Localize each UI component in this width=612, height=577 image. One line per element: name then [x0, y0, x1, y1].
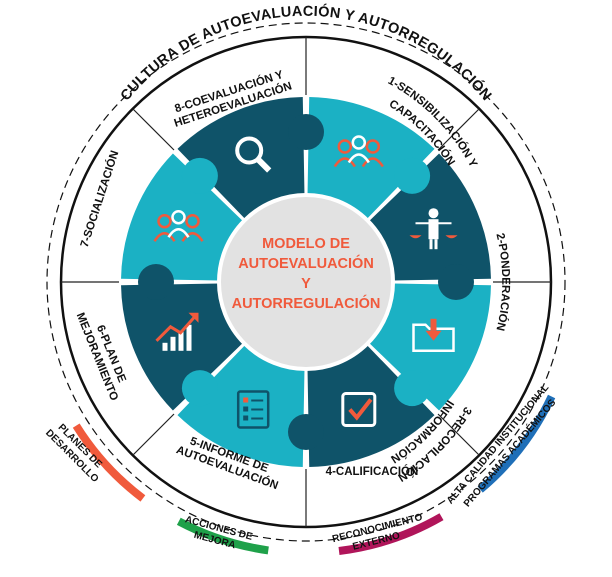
step-4-label: 4-CALIFICACIÓN: [326, 465, 419, 478]
wheel-notch-2: [394, 157, 431, 194]
wheel-notch-8: [181, 157, 218, 194]
dashed-ring: [46, 22, 566, 542]
wheel: [121, 97, 491, 467]
outcome-band-2: [176, 517, 269, 555]
step-7-label: 7-SOCIALIZACIÓN: [78, 149, 122, 249]
scale-person-icon: [409, 208, 458, 250]
wheel-sector-5: [177, 344, 305, 467]
wheel-sector-2: [368, 153, 491, 281]
outcome-bands: [72, 394, 556, 555]
wheel-notch-1: [288, 114, 324, 150]
wheel-notch-5: [288, 414, 324, 450]
magnifier-icon: [235, 136, 272, 173]
center-title-line1: MODELO DE: [262, 236, 350, 252]
center-circle: [217, 193, 395, 371]
wheel-sector-7: [121, 153, 244, 281]
growth-chart-icon: [155, 312, 199, 351]
wheel-notch-7: [138, 264, 174, 300]
checklist-icon: [236, 390, 270, 429]
outcome-4-label-line1: ALTA CALIDAD INSTITUCIONAL: [445, 382, 552, 506]
team-icon: [153, 209, 204, 242]
wheel-notch-4: [394, 370, 431, 407]
wheel-notch-6: [181, 370, 218, 407]
outcome-band-3: [338, 513, 444, 555]
outcome-band-1: [72, 423, 146, 502]
ring-dividers: [61, 37, 551, 527]
wheel-sector-4: [307, 344, 435, 467]
center-title-line3: Y: [301, 276, 311, 292]
people-group-icon: [333, 135, 384, 168]
wheel-sector-3: [368, 283, 491, 411]
outcome-4-label-line2: PROGRAMAS ACADÉMICOS: [460, 396, 558, 509]
outcome-band-4: [477, 394, 556, 493]
center-title-line4: AUTORREGULACIÓN: [232, 294, 381, 312]
checkbox-icon: [341, 392, 377, 427]
step-2-label: 2-PONDERACIÓN: [493, 232, 511, 332]
center-title-line2: AUTOEVALUACIÓN: [238, 254, 374, 272]
folder-download-icon: [412, 318, 455, 353]
wheel-notch-3: [438, 264, 474, 300]
